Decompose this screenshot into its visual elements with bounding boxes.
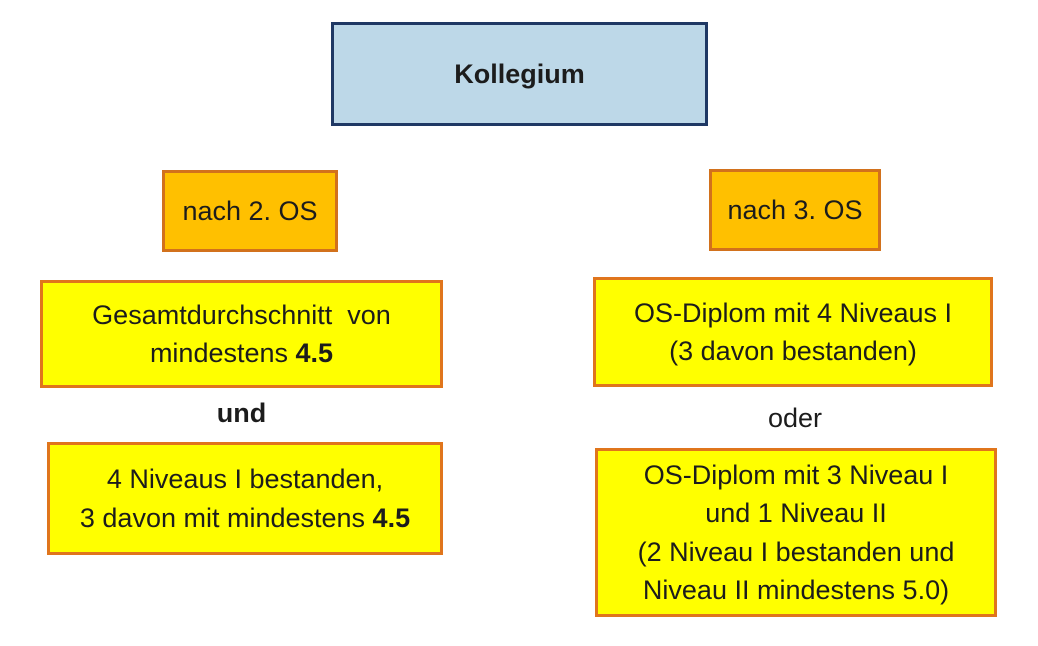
criteria-line: OS-Diplom mit 3 Niveau I xyxy=(643,459,949,490)
stage-box-label: nach 3. OS xyxy=(727,194,863,225)
stage-box-label: nach 2. OS xyxy=(182,195,318,226)
criteria-box-left-1: Gesamtdurchschnitt von mindestens 4.5 xyxy=(40,280,443,388)
root-box-kollegium: Kollegium xyxy=(331,22,708,126)
criteria-line: 4 Niveaus I bestanden, xyxy=(106,464,384,495)
criteria-line: mindestens 4.5 xyxy=(150,334,333,372)
criteria-line: Gesamtdurchschnitt von xyxy=(92,299,391,330)
criteria-box-left-2: 4 Niveaus I bestanden, 3 davon mit minde… xyxy=(47,442,443,555)
stage-box-nach-2-os: nach 2. OS xyxy=(162,170,338,252)
criteria-line-text: 3 davon mit mindestens xyxy=(79,502,373,533)
criteria-line: (3 davon bestanden) xyxy=(669,336,917,366)
criteria-line: (2 Niveau I bestanden und xyxy=(637,536,955,567)
connector-oder: oder xyxy=(767,403,823,433)
connector-und: und xyxy=(216,398,267,428)
criteria-box-right-2: OS-Diplom mit 3 Niveau I und 1 Niveau II… xyxy=(595,448,997,617)
criteria-line-text: mindestens xyxy=(149,338,296,368)
root-box-label: Kollegium xyxy=(454,58,585,89)
criteria-line: Niveau II mindestens 5.0) xyxy=(642,574,950,605)
criteria-box-right-1: OS-Diplom mit 4 Niveaus I (3 davon besta… xyxy=(593,277,993,387)
criteria-line-value: 4.5 xyxy=(295,338,334,368)
criteria-line: OS-Diplom mit 4 Niveaus I xyxy=(633,297,953,328)
criteria-line-value: 4.5 xyxy=(372,502,411,533)
stage-box-nach-3-os: nach 3. OS xyxy=(709,169,881,251)
criteria-line: und 1 Niveau II xyxy=(705,498,887,529)
criteria-line: 3 davon mit mindestens 4.5 xyxy=(80,499,410,537)
